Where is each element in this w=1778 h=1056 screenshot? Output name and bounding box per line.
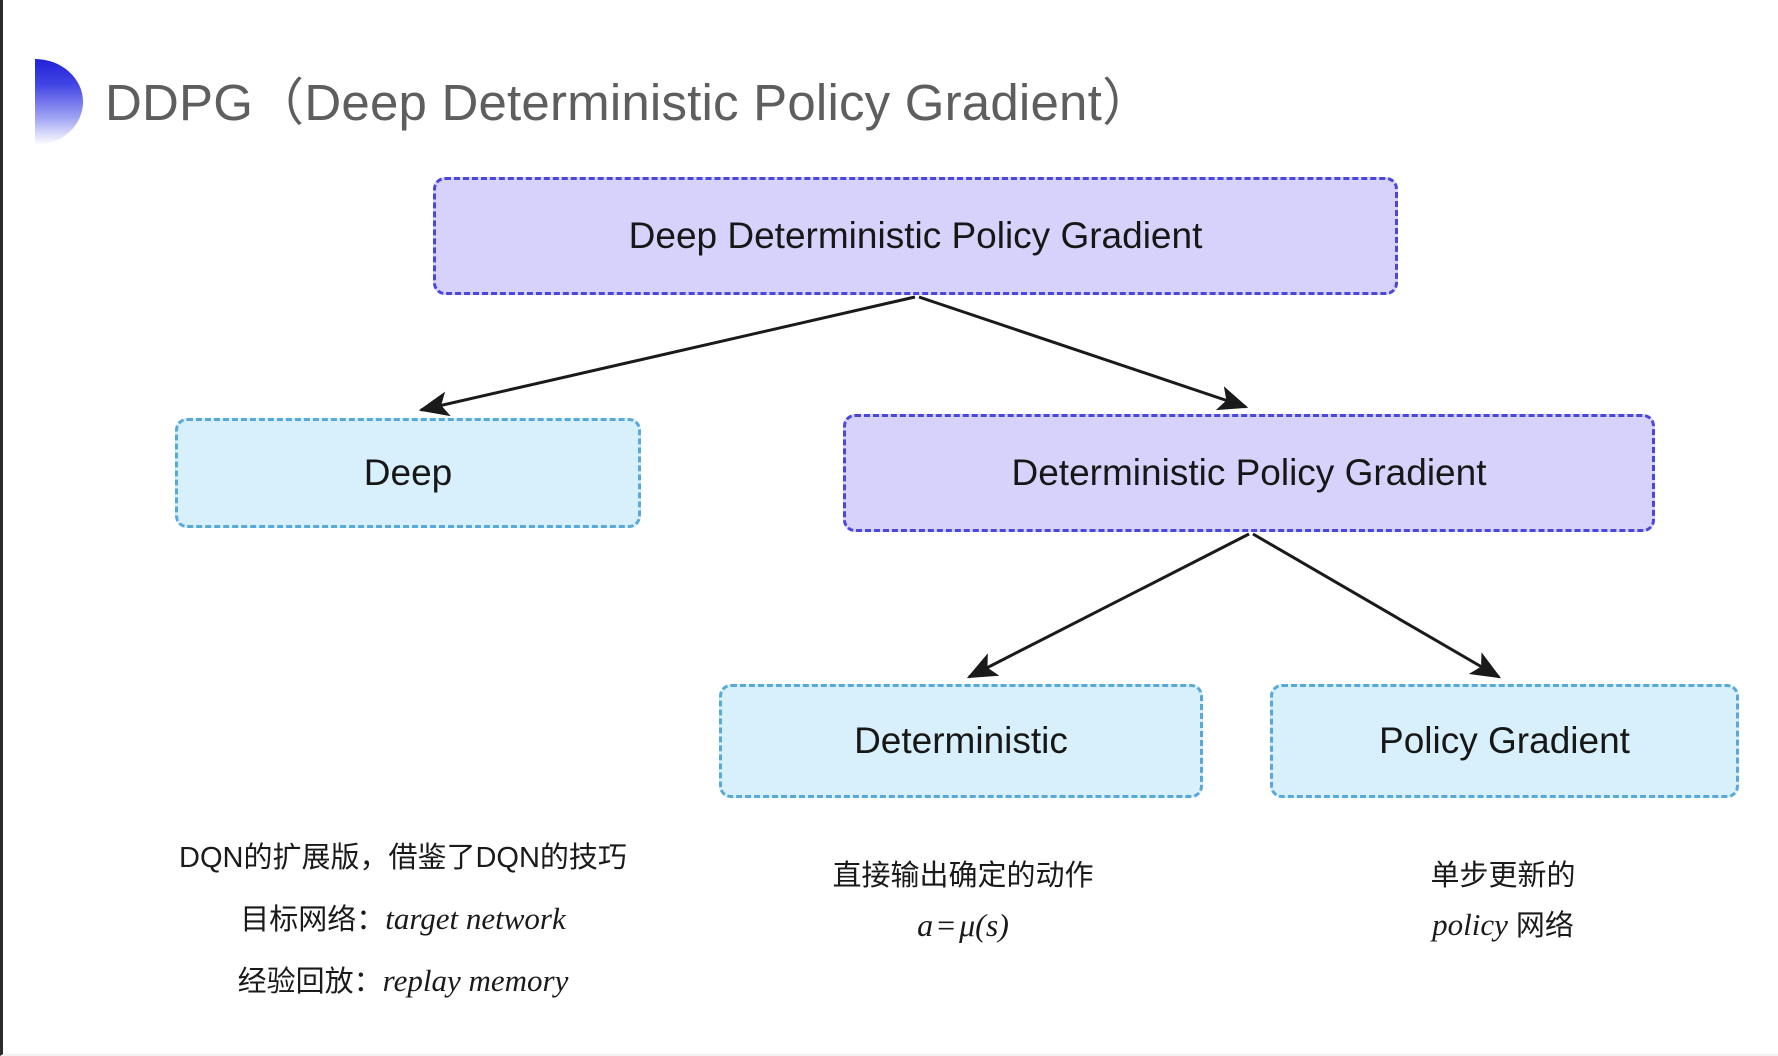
caption-deep-line-3-label: 经验回放： bbox=[237, 966, 383, 999]
node-policy-gradient[interactable]: Policy Gradient bbox=[1270, 684, 1739, 798]
formula-operator: = bbox=[937, 907, 956, 944]
half-circle-bullet-icon bbox=[35, 59, 83, 145]
node-label: Deep Deterministic Policy Gradient bbox=[628, 214, 1203, 256]
edge-root-to-deep bbox=[418, 295, 916, 417]
node-deep[interactable]: Deep bbox=[175, 418, 641, 528]
caption-deep: DQN的扩展版，借鉴了DQN的技巧 目标网络：target network 经验… bbox=[123, 838, 683, 1022]
caption-policy-gradient-value: policy bbox=[1432, 907, 1508, 943]
page-title: DDPG（Deep Deterministic Policy Gradient） bbox=[105, 73, 1154, 131]
node-deterministic-policy-gradient[interactable]: Deterministic Policy Gradient bbox=[843, 414, 1655, 532]
node-label: Policy Gradient bbox=[1379, 719, 1630, 761]
caption-deep-line-2-label: 目标网络： bbox=[240, 904, 386, 937]
caption-deep-line-2-value: target network bbox=[385, 901, 566, 937]
caption-policy-gradient-line-2: policy 网络 bbox=[1303, 903, 1703, 947]
caption-deterministic-line-1: 直接输出确定的动作 bbox=[832, 860, 1094, 892]
caption-policy-gradient-line-1: 单步更新的 bbox=[1430, 860, 1576, 892]
node-label: Deterministic bbox=[854, 719, 1068, 761]
node-deep-deterministic-policy-gradient[interactable]: Deep Deterministic Policy Gradient bbox=[433, 177, 1398, 295]
slide-title-row: DDPG（Deep Deterministic Policy Gradient） bbox=[3, 56, 1153, 148]
caption-deterministic-formula: a=μ(s) bbox=[763, 903, 1163, 948]
node-label: Deterministic Policy Gradient bbox=[1011, 451, 1487, 493]
caption-deep-line-3: 经验回放：replay memory bbox=[123, 959, 683, 1003]
caption-deep-line-3-value: replay memory bbox=[382, 963, 569, 999]
formula-rhs: μ(s) bbox=[959, 907, 1009, 944]
formula-lhs: a bbox=[917, 907, 934, 944]
node-deterministic[interactable]: Deterministic bbox=[719, 684, 1203, 798]
caption-deep-line-1: DQN的扩展版，借鉴了DQN的技巧 bbox=[179, 842, 627, 874]
edge-dpg-to-policy-gradient bbox=[1252, 532, 1502, 679]
node-label: Deep bbox=[363, 451, 453, 493]
caption-deep-line-2: 目标网络：target network bbox=[123, 897, 683, 941]
caption-policy-gradient: 单步更新的 policy 网络 bbox=[1303, 856, 1703, 953]
edge-root-to-dpg bbox=[918, 295, 1249, 411]
caption-deterministic: 直接输出确定的动作 a=μ(s) bbox=[763, 856, 1163, 955]
caption-policy-gradient-suffix: 网络 bbox=[1507, 910, 1574, 943]
edge-dpg-to-deterministic bbox=[966, 532, 1250, 679]
